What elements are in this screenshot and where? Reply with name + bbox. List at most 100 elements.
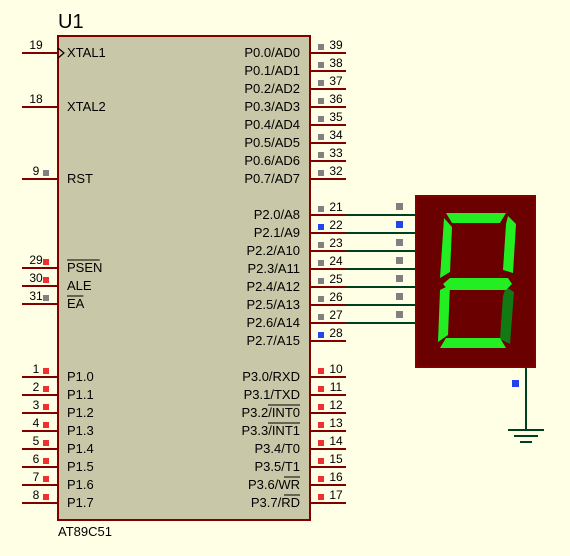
pin-number: 38 xyxy=(329,56,343,70)
pin-label: P1.7 xyxy=(67,495,94,510)
pin-state-marker xyxy=(318,386,324,392)
segment-e xyxy=(438,285,450,342)
pin-state-marker xyxy=(43,386,49,392)
pin-state-marker xyxy=(43,476,49,482)
pin-state-marker xyxy=(318,80,324,86)
display-pin-state-marker xyxy=(396,239,403,246)
segment-g xyxy=(443,278,512,290)
pin-number: 29 xyxy=(29,253,43,267)
pin-state-marker xyxy=(43,404,49,410)
pin-state-marker xyxy=(318,404,324,410)
pin-state-marker xyxy=(318,494,324,500)
common-pin-state-marker xyxy=(512,380,519,387)
pin-number: 15 xyxy=(329,452,343,466)
segment-c xyxy=(500,287,514,344)
pin-label: P0.1/AD1 xyxy=(244,63,300,78)
pin-number: 11 xyxy=(330,380,343,394)
pin-label: RST xyxy=(67,171,93,186)
pin-label: P2.5/A13 xyxy=(247,297,301,312)
pin-number: 27 xyxy=(329,308,343,322)
pin-number: 5 xyxy=(33,434,40,448)
pin-state-marker xyxy=(318,116,324,122)
pin-label: P1.0 xyxy=(67,369,94,384)
pin-state-marker xyxy=(318,458,324,464)
pin-label: P2.3/A11 xyxy=(247,261,300,276)
pin-number: 25 xyxy=(329,272,343,286)
pin-number: 8 xyxy=(33,488,40,502)
pin-number: 24 xyxy=(329,254,343,268)
pin-state-marker xyxy=(318,98,324,104)
chip-body[interactable] xyxy=(57,35,311,521)
pin-state-marker xyxy=(43,277,49,283)
pin-state-marker xyxy=(318,260,324,266)
pin-label: P0.2/AD2 xyxy=(244,81,300,96)
pin-state-marker xyxy=(318,368,324,374)
pin-state-marker xyxy=(318,314,324,320)
pin-number: 14 xyxy=(329,434,343,448)
pin-number: 9 xyxy=(33,164,40,178)
pin-number: 22 xyxy=(329,218,343,232)
pin-label: P2.6/A14 xyxy=(247,315,301,330)
pin-label: P0.5/AD5 xyxy=(244,135,300,150)
pin-number: 13 xyxy=(329,416,343,430)
segment-d xyxy=(440,338,506,348)
pin-label: P1.2 xyxy=(67,405,94,420)
pin-state-marker xyxy=(318,224,324,230)
pin-state-marker xyxy=(318,44,324,50)
pin-label: P1.4 xyxy=(67,441,94,456)
pin-state-marker xyxy=(318,62,324,68)
pin-state-marker xyxy=(43,458,49,464)
ground-symbol xyxy=(508,367,544,443)
display-pin-state-marker xyxy=(396,275,403,282)
seven-segment-display[interactable] xyxy=(396,195,536,368)
pin-number: 35 xyxy=(329,110,343,124)
pin-label: XTAL1 xyxy=(67,45,106,60)
segment-b xyxy=(503,216,516,273)
pin-label: P3.7/RD xyxy=(251,495,300,510)
pin-label: P3.2/INT0 xyxy=(241,405,300,420)
pin-label: P3.3/INT1 xyxy=(241,423,300,438)
pin-number: 18 xyxy=(29,92,43,106)
pin-number: 21 xyxy=(329,200,343,214)
pin-number: 31 xyxy=(29,289,43,303)
